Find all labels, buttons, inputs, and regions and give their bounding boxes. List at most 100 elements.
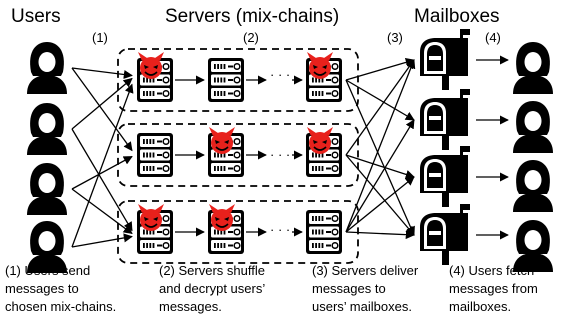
server-led-bar	[157, 167, 162, 170]
server-led-bar	[326, 79, 331, 81]
server-vent	[149, 77, 152, 83]
server-vent	[217, 152, 219, 158]
devil-horn	[324, 52, 333, 61]
mailbox-slot	[429, 116, 441, 120]
server-vent	[312, 229, 314, 235]
mix-chain-box-2	[117, 123, 359, 187]
server-vent	[315, 216, 317, 221]
server-vent	[220, 166, 223, 171]
devil-eye	[144, 65, 149, 69]
person-face	[38, 113, 56, 133]
devil-horn	[209, 127, 218, 136]
server-led-bar	[228, 167, 233, 170]
devil-horn	[324, 127, 333, 136]
mailbox-flag	[460, 204, 470, 210]
person-body	[27, 196, 67, 215]
server-knob	[233, 241, 241, 250]
devil-eye	[313, 140, 318, 144]
server-vent	[146, 91, 148, 96]
caption-4-line-1: (4) Users fetch	[449, 263, 534, 278]
chain-1-ellipsis: · · ·	[270, 67, 290, 82]
receiver-users	[513, 42, 553, 272]
server-knob	[162, 137, 170, 146]
server-led-bar	[157, 79, 162, 81]
chain-to-mailbox-arrow	[345, 230, 415, 240]
server-vent	[220, 243, 223, 248]
server-knob	[233, 62, 241, 71]
server-knob	[233, 76, 241, 84]
server-vent	[321, 216, 324, 221]
server-led-bar	[228, 154, 233, 156]
server-vent	[321, 243, 324, 248]
mailbox-slot	[429, 231, 441, 235]
caption-3: (3) Servers deliver messages to users’ m…	[312, 263, 419, 314]
person-face	[524, 230, 542, 250]
server-knob	[162, 214, 170, 223]
mailbox-post	[442, 76, 449, 90]
server-vent	[146, 152, 148, 158]
devil-horn	[226, 127, 235, 136]
server-vent	[318, 216, 321, 221]
server-chain-2-pos-1	[137, 133, 173, 177]
mailbox-post	[442, 251, 449, 265]
server-vent	[321, 166, 324, 171]
mailbox-post	[442, 136, 449, 150]
caption-4: (4) Users fetch messages from mailboxes.	[449, 263, 538, 314]
mailbox-flag	[460, 29, 470, 35]
devil-horn	[138, 52, 147, 61]
server-led-bar	[228, 79, 233, 81]
person-body	[513, 253, 553, 272]
server-vent	[214, 91, 216, 96]
server-led-bar	[228, 65, 233, 68]
mailbox-flag	[460, 89, 470, 95]
devil-grin	[215, 223, 229, 228]
server-vent	[318, 229, 321, 235]
server-vent	[214, 243, 216, 248]
mailbox-slot	[429, 173, 441, 177]
server-vent	[315, 229, 317, 235]
server-vent	[217, 91, 219, 96]
server-vent	[318, 243, 321, 248]
server-vent	[214, 229, 216, 235]
person-body	[513, 193, 553, 212]
devil-icon	[209, 204, 235, 231]
mailboxes-header: Mailboxes	[414, 6, 500, 27]
person-face	[524, 52, 542, 72]
server-vent	[149, 243, 152, 248]
server-vent	[312, 216, 314, 221]
chain-to-mailbox-arrow	[345, 59, 416, 233]
server-vent	[315, 152, 317, 158]
server-vent	[220, 91, 223, 96]
server-vent	[214, 77, 216, 83]
person-body	[27, 136, 67, 155]
mailbox-flag-pole	[460, 89, 463, 109]
devil-icon	[138, 52, 164, 79]
server-knob	[233, 228, 241, 236]
server-slot	[140, 163, 170, 174]
server-vent	[152, 91, 155, 96]
server-vent	[223, 91, 226, 96]
server-slot	[140, 136, 170, 147]
server-vent	[214, 64, 216, 69]
server-vent	[223, 166, 226, 171]
person-body	[513, 75, 553, 94]
server-vent	[318, 152, 321, 158]
server-led-bar	[326, 154, 331, 156]
server-racks	[137, 52, 342, 254]
devil-grin	[313, 71, 327, 76]
chain-to-mailbox-arrow	[345, 79, 415, 236]
person-face	[38, 52, 56, 72]
server-vent	[143, 91, 145, 96]
server-slot	[309, 226, 339, 238]
server-led-bar	[228, 231, 233, 233]
server-knob	[162, 228, 170, 236]
person-body	[513, 134, 553, 153]
devil-horn	[209, 204, 218, 213]
server-vent	[223, 77, 226, 83]
sender-users	[27, 42, 67, 273]
devil-grin	[144, 71, 158, 76]
sender-to-chain-arrow	[71, 67, 133, 152]
mailbox-flag-pole	[460, 146, 463, 166]
server-led-bar	[326, 92, 331, 95]
server-vent	[146, 139, 148, 144]
